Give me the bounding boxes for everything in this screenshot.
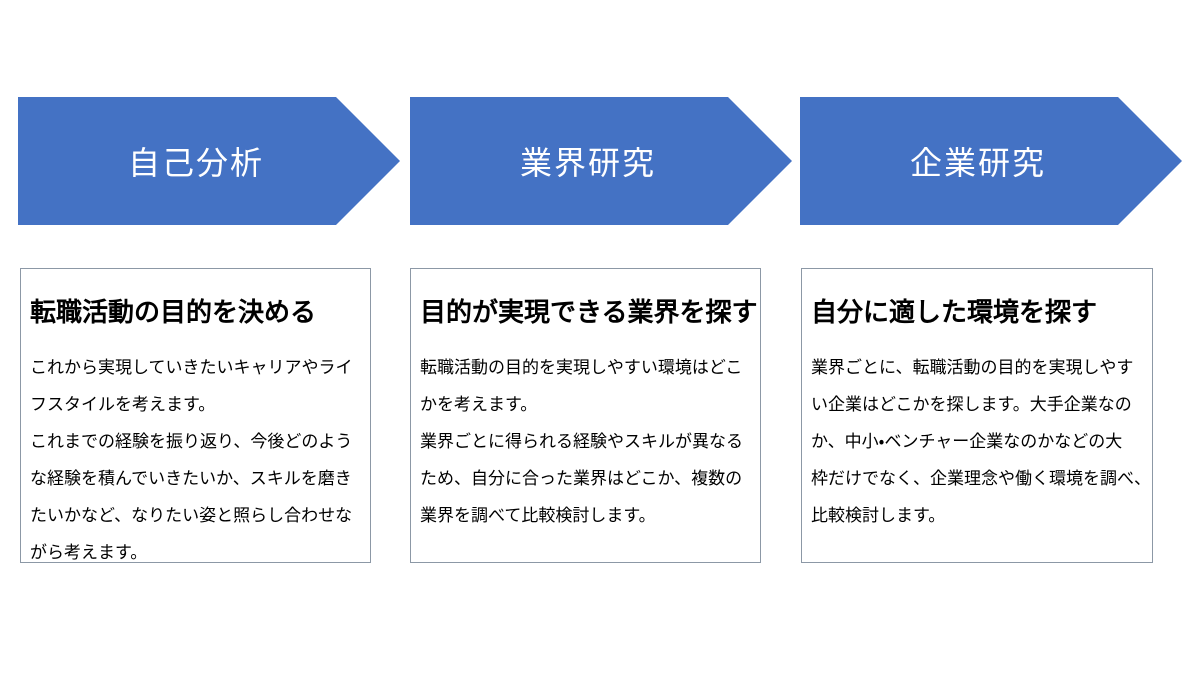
- step-arrow-label: 企業研究: [909, 145, 1046, 181]
- step-box-body: これから実現していきたいキャリアやライ フスタイルを考えます。 これまでの経験を…: [30, 358, 353, 562]
- step-box-industry-research: 目的が実現できる業界を探す 転職活動の目的を実現しやすい環境はどこ かを考えます…: [410, 268, 761, 563]
- step-box-body: 転職活動の目的を実現しやすい環境はどこ かを考えます。 業界ごとに得られる経験や…: [420, 358, 743, 525]
- step-arrow-industry-research: 業界研究: [410, 97, 792, 225]
- step-box-company-research: 自分に適した環境を探す 業界ごとに、転職活動の目的を実現しやす い企業はどこかを…: [801, 268, 1153, 563]
- step-box-self-analysis: 転職活動の目的を決める これから実現していきたいキャリアやライ フスタイルを考え…: [20, 268, 371, 563]
- step-box-body: 業界ごとに、転職活動の目的を実現しやす い企業はどこかを探します。大手企業なの …: [811, 358, 1151, 525]
- step-arrow-label: 自己分析: [127, 145, 264, 181]
- step-arrow-company-research: 企業研究: [800, 97, 1182, 225]
- step-box-title: 目的が実現できる業界を探す: [420, 297, 758, 327]
- step-arrow-label: 業界研究: [519, 145, 656, 181]
- step-box-title: 自分に適した環境を探す: [811, 297, 1098, 327]
- step-box-title: 転職活動の目的を決める: [30, 297, 317, 327]
- step-arrow-self-analysis: 自己分析: [18, 97, 400, 225]
